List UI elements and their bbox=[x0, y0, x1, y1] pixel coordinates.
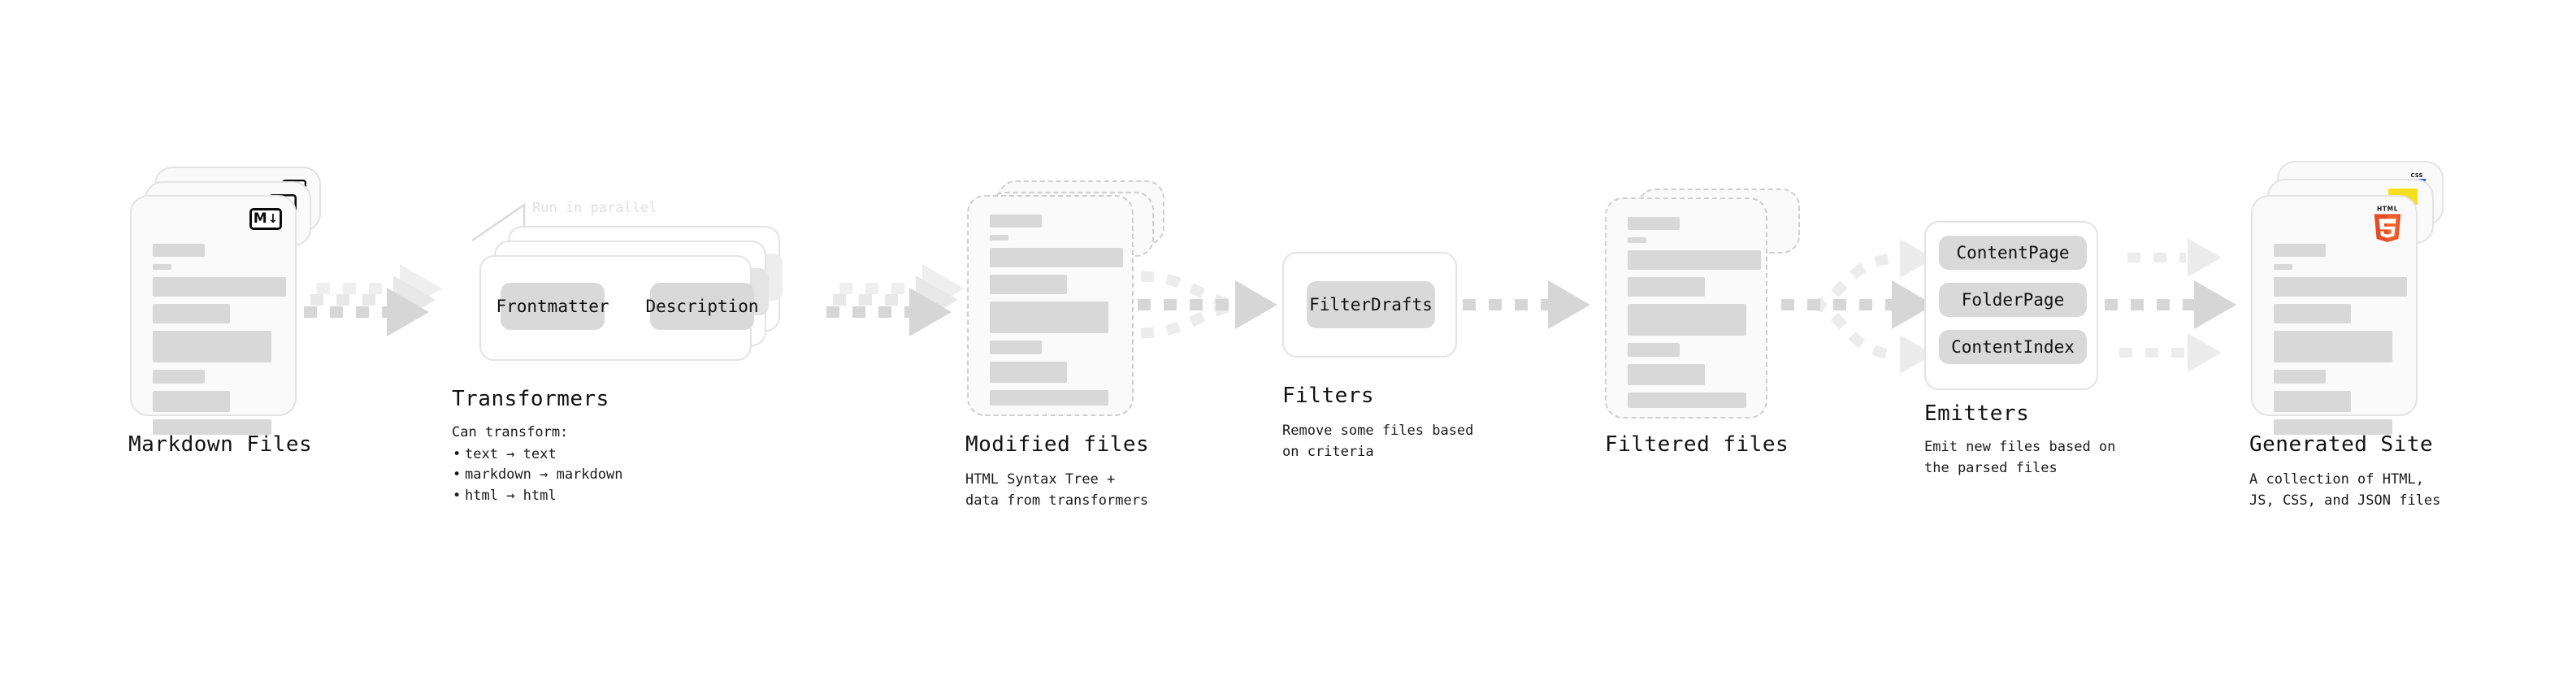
skeleton-line bbox=[2274, 264, 2292, 270]
skeleton-line bbox=[153, 244, 205, 257]
markdown-icon-front: M↓ bbox=[249, 208, 282, 230]
stage-title-transformers: Transformers bbox=[452, 387, 609, 411]
modified-skeleton-body bbox=[990, 215, 1123, 413]
skeleton-line bbox=[2274, 419, 2392, 435]
skeleton-line bbox=[1628, 364, 1705, 385]
skeleton-line bbox=[2274, 391, 2351, 412]
svg-text:CSS: CSS bbox=[2410, 172, 2422, 179]
filtered-file-card-front bbox=[1605, 197, 1767, 419]
markdown-icon-letter: M bbox=[253, 210, 267, 227]
skeleton-line bbox=[153, 304, 230, 323]
transformers-bullet-item: html → html bbox=[453, 486, 622, 507]
connector-transformers-to-modified bbox=[826, 264, 965, 336]
skeleton-line bbox=[153, 370, 205, 384]
generated-site-card-front: HTML bbox=[2251, 195, 2418, 435]
skeleton-line bbox=[153, 264, 171, 270]
markdown-file-card-front: M↓ bbox=[130, 195, 297, 435]
skeleton-line bbox=[2274, 370, 2326, 384]
skeleton-line bbox=[990, 248, 1123, 267]
emitters-description: Emit new files based on the parsed files bbox=[1924, 439, 2116, 476]
skeleton-line bbox=[990, 340, 1042, 354]
skeleton-line bbox=[2274, 244, 2326, 257]
run-in-parallel-label: Run in parallel bbox=[532, 200, 657, 216]
skeleton-line bbox=[1628, 250, 1761, 270]
skeleton-line bbox=[990, 390, 1108, 406]
skeleton-line bbox=[1628, 393, 1746, 408]
modified-files-description: HTML Syntax Tree + data from transformer… bbox=[965, 471, 1149, 509]
skeleton-line bbox=[990, 275, 1067, 294]
chip-description[interactable]: Description bbox=[645, 283, 759, 330]
generated-site-description: A collection of HTML, JS, CSS, and JSON … bbox=[2249, 471, 2441, 509]
skeleton-line bbox=[1628, 217, 1680, 230]
generated-site-skeleton-body bbox=[2274, 244, 2407, 442]
html5-icon: HTML bbox=[2374, 206, 2401, 242]
stage-title-emitters: Emitters bbox=[1924, 401, 2030, 426]
markdown-icon-arrow: ↓ bbox=[267, 211, 279, 226]
chip-folderpage[interactable]: FolderPage bbox=[1939, 283, 2087, 317]
markdown-skeleton-body bbox=[153, 244, 286, 442]
skeleton-line bbox=[990, 215, 1042, 228]
stage-title-generated-site: Generated Site bbox=[2249, 432, 2434, 457]
skeleton-line bbox=[153, 331, 271, 362]
connector-filters-to-filtered bbox=[1463, 280, 1590, 329]
chip-contentindex[interactable]: ContentIndex bbox=[1939, 330, 2087, 364]
run-in-parallel-leader bbox=[471, 202, 526, 242]
stage-title-filtered-files: Filtered files bbox=[1605, 432, 1789, 457]
skeleton-line bbox=[153, 419, 271, 435]
chip-filterdrafts[interactable]: FilterDrafts bbox=[1307, 281, 1435, 328]
skeleton-line bbox=[990, 235, 1008, 241]
skeleton-line bbox=[1628, 304, 1746, 336]
filtered-skeleton-body bbox=[1628, 217, 1761, 415]
connector-modified-to-filters bbox=[1138, 271, 1277, 339]
skeleton-line bbox=[2274, 331, 2392, 362]
skeleton-line bbox=[2274, 304, 2351, 323]
connector-emitters-to-site bbox=[2105, 238, 2236, 372]
skeleton-line bbox=[1628, 277, 1705, 297]
skeleton-line bbox=[2274, 277, 2407, 297]
chip-contentpage[interactable]: ContentPage bbox=[1939, 236, 2087, 270]
modified-file-card-front bbox=[967, 195, 1134, 416]
skeleton-line bbox=[153, 277, 286, 297]
skeleton-line bbox=[990, 301, 1108, 333]
connector-filtered-to-emitters bbox=[1781, 239, 1934, 374]
transformers-bullet-list: text → text markdown → markdown html → h… bbox=[452, 445, 623, 507]
transformer-card-front: Frontmatter Description bbox=[479, 255, 759, 361]
stage-title-markdown-files: Markdown Files bbox=[128, 432, 313, 457]
svg-text:HTML: HTML bbox=[2377, 206, 2398, 213]
chip-frontmatter[interactable]: Frontmatter bbox=[496, 283, 609, 330]
filters-description: Remove some files based on criteria bbox=[1282, 423, 1474, 460]
transformers-description: Can transform: text → text markdown → ma… bbox=[452, 423, 622, 506]
transformers-description-lead: Can transform: bbox=[452, 424, 569, 440]
connector-markdown-to-transformers bbox=[304, 264, 442, 336]
stage-title-filters: Filters bbox=[1282, 384, 1375, 408]
transformers-bullet-item: markdown → markdown bbox=[453, 465, 623, 486]
emitters-card: ContentPage FolderPage ContentIndex bbox=[1924, 221, 2098, 390]
skeleton-line bbox=[1628, 237, 1646, 243]
filters-card: FilterDrafts bbox=[1282, 252, 1457, 358]
skeleton-line bbox=[153, 391, 230, 412]
skeleton-line bbox=[990, 362, 1067, 383]
skeleton-line bbox=[1628, 343, 1680, 357]
stage-title-modified-files: Modified files bbox=[965, 432, 1150, 457]
transformers-bullet-item: text → text bbox=[453, 445, 622, 466]
